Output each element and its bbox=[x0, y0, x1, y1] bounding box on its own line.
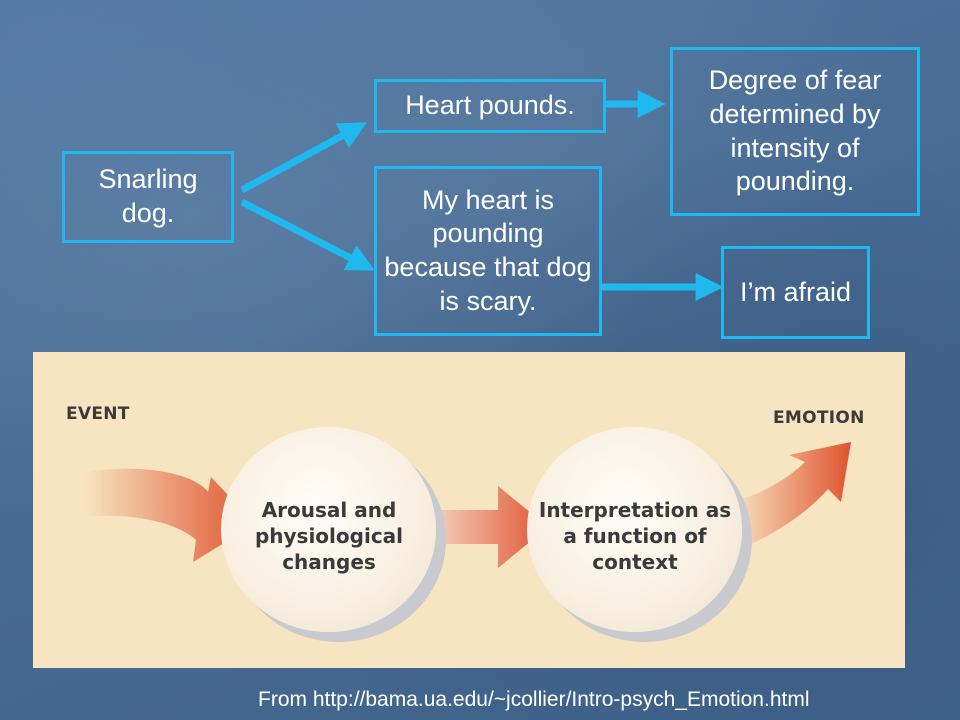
arousal-text: Arousal and physiological changes bbox=[254, 498, 404, 574]
event-label: EVENT bbox=[66, 404, 130, 424]
interpretation-circle bbox=[527, 427, 742, 632]
emotion-arrow bbox=[733, 442, 851, 547]
middle-arrow bbox=[428, 486, 548, 568]
panel-arrows bbox=[85, 442, 851, 568]
source-footer: From http://bama.ua.edu/~jcollier/Intro-… bbox=[258, 688, 810, 711]
arrow-snarling-to-myheart bbox=[240, 198, 375, 272]
arrow-snarling-to-heart bbox=[240, 121, 367, 194]
afraid-box: I’m afraid bbox=[721, 246, 870, 339]
degree-of-fear-box: Degree of fear determined by intensity o… bbox=[670, 47, 920, 216]
emotion-model-panel: EVENT EMOTION Arousal and physiological … bbox=[33, 352, 905, 668]
my-heart-box: My heart is pounding because that dog is… bbox=[374, 166, 602, 336]
emotion-label: EMOTION bbox=[773, 408, 865, 428]
interpretation-text: Interpretation as a function of context bbox=[538, 498, 732, 574]
arousal-circle bbox=[221, 427, 436, 632]
snarling-dog-box: Snarling dog. bbox=[62, 151, 234, 243]
heart-pounds-box: Heart pounds. bbox=[374, 79, 606, 133]
event-arrow bbox=[85, 468, 255, 562]
